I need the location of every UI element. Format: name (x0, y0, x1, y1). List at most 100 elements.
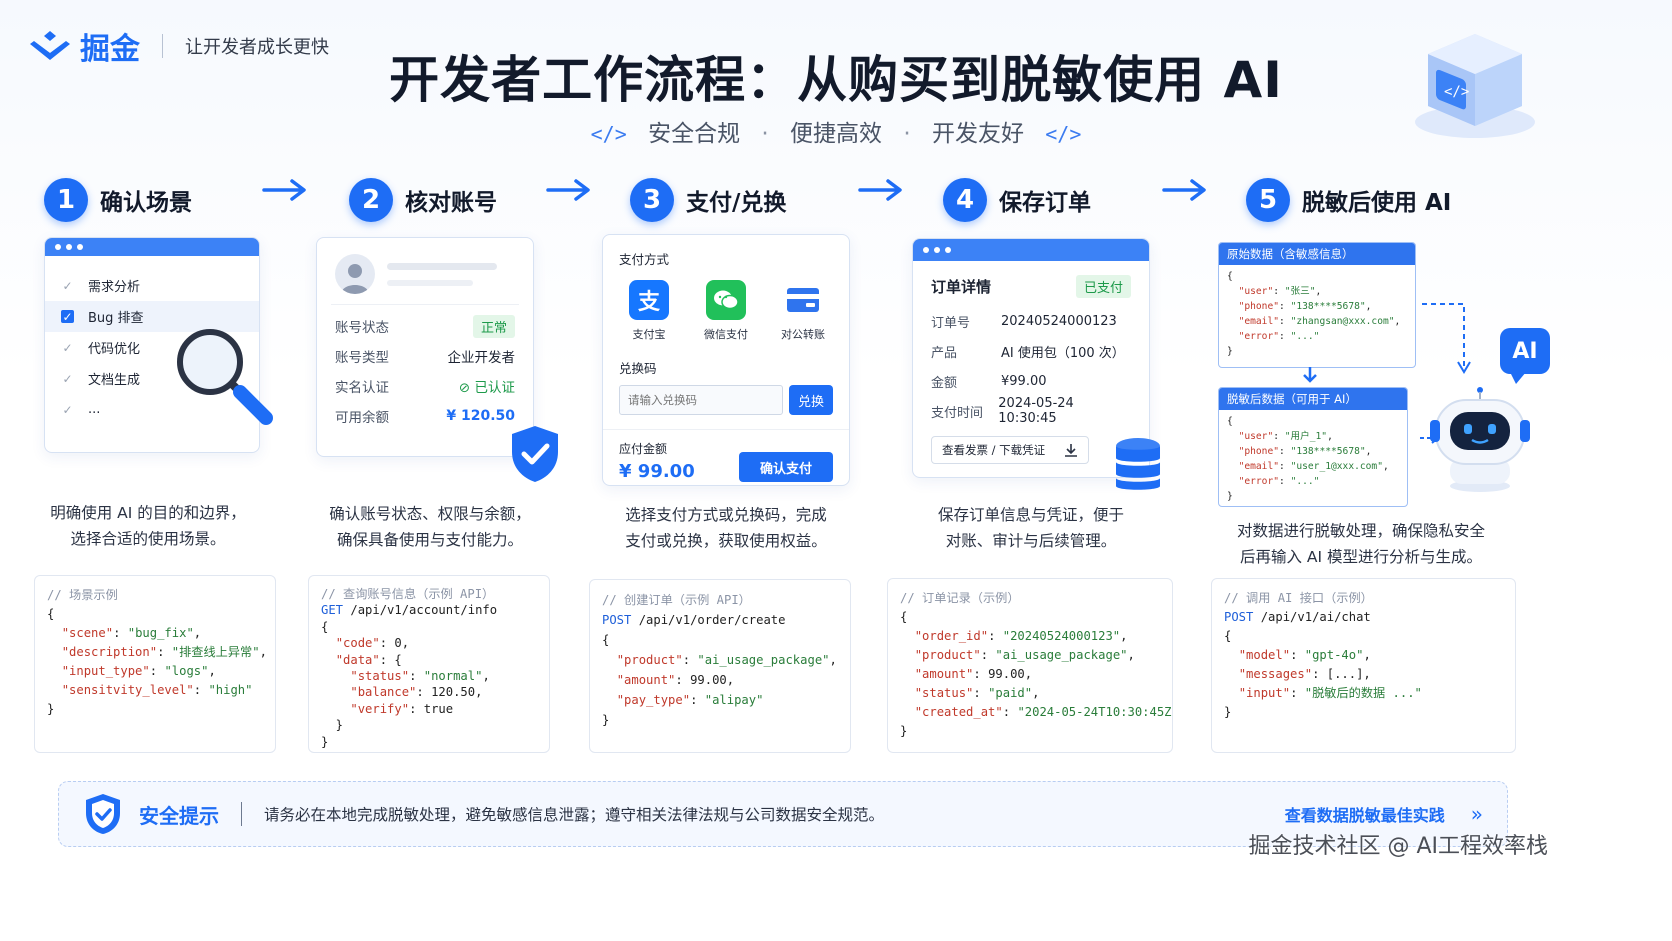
scene-item-selected[interactable]: ✓ Bug 排查 (45, 301, 259, 332)
step-number: 5 (1246, 178, 1290, 222)
confirm-pay-button[interactable]: 确认支付 (739, 452, 833, 482)
checkbox-checked-icon: ✓ (61, 309, 74, 324)
account-status-row: 账号状态正常 (317, 311, 533, 341)
subtitle-dot: · (761, 121, 769, 147)
step-title: 保存订单 (999, 190, 1091, 216)
subtitle-dot: · (903, 121, 911, 147)
svg-text:</>: </> (1444, 84, 1469, 100)
scene-item-label: 需求分析 (88, 280, 141, 295)
step-4: 4 保存订单 (943, 178, 1091, 222)
user-icon (341, 264, 369, 294)
scene-item-label: Bug 排查 (88, 311, 144, 326)
arrow-right-icon (546, 179, 590, 201)
step-2: 2 核对账号 (349, 178, 497, 222)
step-number: 4 (943, 178, 987, 222)
arrow-right-icon (262, 179, 306, 201)
download-icon (1065, 444, 1077, 457)
code-tag-icon: </> (590, 122, 627, 146)
account-header (317, 238, 533, 304)
step-3-description: 选择支付方式或兑换码，完成支付或兑换，获取使用权益。 (625, 506, 827, 550)
scene-item[interactable]: ✓ 文档生成 (45, 363, 259, 394)
account-type-row: 账号类型企业开发者 (335, 350, 515, 366)
scene-code-sample: // 场景示例 { "scene": "bug_fix", "descripti… (34, 575, 276, 753)
pay-method-name: 对公转账 (781, 328, 825, 341)
step-title: 支付/兑换 (686, 190, 787, 216)
arrow-right-icon (858, 179, 902, 201)
check-icon: ✓ (62, 278, 73, 293)
step-number: 2 (349, 178, 393, 222)
brand-name: 掘金 (80, 32, 140, 67)
subtitle-item: 便捷高效 (790, 121, 882, 147)
step-1-description: 明确使用 AI 的目的和边界，选择合适的使用场景。 (50, 504, 246, 548)
avatar (335, 254, 375, 294)
step-5-description: 对数据进行脱敏处理，确保隐私安全后再输入 AI 模型进行分析与生成。 (1236, 522, 1485, 566)
arrow-right-icon (1162, 179, 1206, 201)
name-placeholder (387, 262, 515, 286)
check-icon: ✓ (62, 371, 73, 386)
scene-item-label: 文档生成 (88, 373, 141, 388)
ai-chat-code-sample: // 调用 AI 接口（示例） POST /api/v1/ai/chat { "… (1211, 578, 1516, 753)
clean-data-title: 脱敏后数据（可用于 AI） (1219, 388, 1407, 410)
scene-item[interactable]: ✓代码优化 (45, 332, 259, 363)
step-title: 脱敏后使用 AI (1302, 190, 1452, 216)
account-code-sample: // 查询账号信息（示例 API） GET /api/v1/account/in… (308, 575, 550, 753)
wechat-icon (706, 280, 746, 320)
wechat-pay-option[interactable]: 微信支付 (696, 280, 756, 342)
double-chevron-icon[interactable]: » (1470, 802, 1483, 826)
scene-item-label: 代码优化 (88, 342, 141, 357)
window-titlebar (45, 238, 259, 256)
alipay-option[interactable]: 支支付宝 (619, 280, 679, 342)
logo-divider (162, 34, 163, 58)
scene-item-label: ... (88, 402, 101, 417)
brand-logo[interactable]: 掘金 让开发者成长更快 (30, 24, 329, 68)
amount-value: ¥ 99.00 (619, 461, 695, 482)
juejin-logo-icon (30, 31, 70, 60)
bank-transfer-option[interactable]: 对公转账 (773, 280, 833, 342)
scene-item[interactable]: ✓ 需求分析 (45, 270, 259, 301)
pay-method-name: 支付宝 (632, 328, 666, 341)
shield-check-icon (512, 426, 558, 482)
status-badge: 正常 (472, 314, 515, 338)
invoice-button[interactable]: 查看发票 / 下载凭证 (931, 436, 1089, 464)
ai-badge: AI (1500, 328, 1550, 374)
subtitle-item: 安全合规 (648, 121, 741, 147)
paid-badge: 已支付 (1075, 275, 1131, 298)
account-card: 账号状态正常 账号类型企业开发者 实名认证⊘ 已认证 可用余额¥ 120.50 (316, 237, 534, 457)
window-titlebar (913, 239, 1149, 261)
security-tip-banner: 安全提示 请务必在本地完成脱敏处理，避免敏感信息泄露；遵守相关法律法规与公司数据… (58, 781, 1508, 847)
code-tag-icon: </> (1045, 122, 1082, 146)
step-number: 1 (44, 178, 88, 222)
step-title: 核对账号 (405, 190, 497, 216)
alipay-icon: 支 (629, 280, 669, 320)
database-icon (1116, 438, 1160, 490)
page-title: 开发者工作流程：从购买到脱敏使用 AI (389, 51, 1283, 109)
clean-data-json: { "user": "用户_1", "phone": "138****5678"… (1227, 416, 1389, 502)
pay-method-name: 微信支付 (704, 328, 748, 341)
raw-data-json: { "user": "张三", "phone": "138****5678", … (1227, 271, 1401, 357)
scene-item[interactable]: ✓... (45, 394, 259, 425)
step-number: 3 (630, 178, 674, 222)
best-practice-link[interactable]: 查看数据脱敏最佳实践 (1284, 806, 1445, 825)
bubble-tail-icon (1510, 372, 1526, 384)
step-2-description: 确认账号状态、权限与余额，确保具备使用与支付能力。 (329, 505, 531, 549)
tip-text: 请务必在本地完成脱敏处理，避免敏感信息泄露；遵守相关法律法规与公司数据安全规范。 (264, 806, 885, 824)
step-5: 5 脱敏后使用 AI (1246, 178, 1451, 222)
check-circle-icon: ⊘ (458, 380, 475, 396)
amount-label: 应付金额 (619, 442, 668, 456)
order-amount-row: 金额¥99.00 (931, 373, 1047, 391)
verified-badge: ⊘ 已认证 (458, 380, 515, 396)
robot-icon (1430, 387, 1530, 492)
step-title: 确认场景 (100, 190, 192, 216)
order-record-code-sample: // 订单记录（示例） { "order_id": "2024052400012… (887, 578, 1173, 753)
raw-data-box: 原始数据（含敏感信息） { "user": "张三", "phone": "13… (1218, 242, 1416, 368)
invoice-label: 查看发票 / 下载凭证 (942, 443, 1046, 457)
step-4-description: 保存订单信息与凭证，便于对账、审计与后续管理。 (937, 506, 1124, 550)
redeem-code-input[interactable] (619, 385, 783, 415)
redeem-code-label: 兑换码 (619, 361, 657, 376)
order-title: 订单详情 (931, 278, 992, 296)
redeem-button[interactable]: 兑换 (789, 385, 833, 415)
